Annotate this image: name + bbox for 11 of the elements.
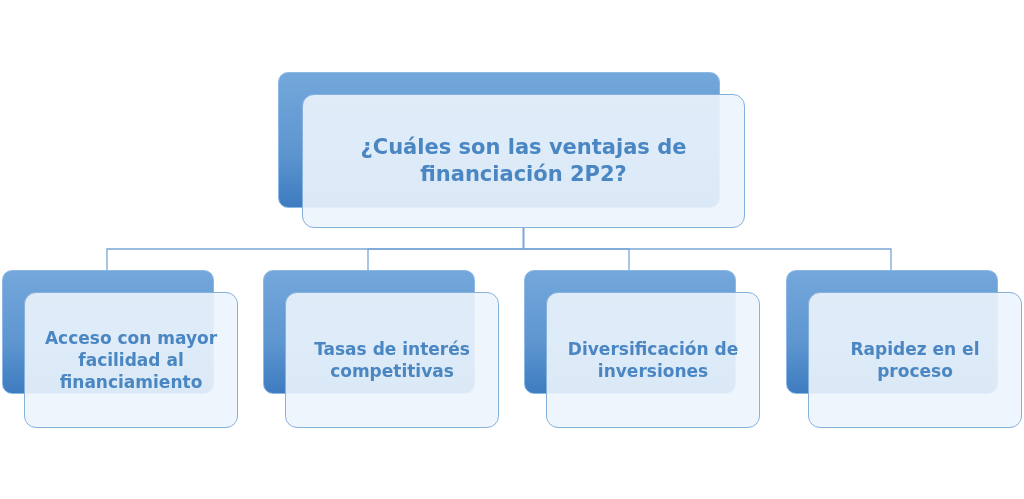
box-text: ¿Cuáles son las ventajas de financiación 2P2? [359,133,688,188]
process-box [278,72,745,228]
connector-line [522,227,892,271]
process-box [524,270,760,428]
process-box [786,270,1022,428]
box-text: Rapidez en el proceso [849,337,981,383]
process-box [263,270,499,428]
process-box [2,270,238,428]
box-text: Diversificación de inversiones [566,337,740,383]
box-text: Tasas de interés competitivas [313,337,471,383]
box-text: Acceso con mayor facilidad al financiamiento [43,326,219,394]
